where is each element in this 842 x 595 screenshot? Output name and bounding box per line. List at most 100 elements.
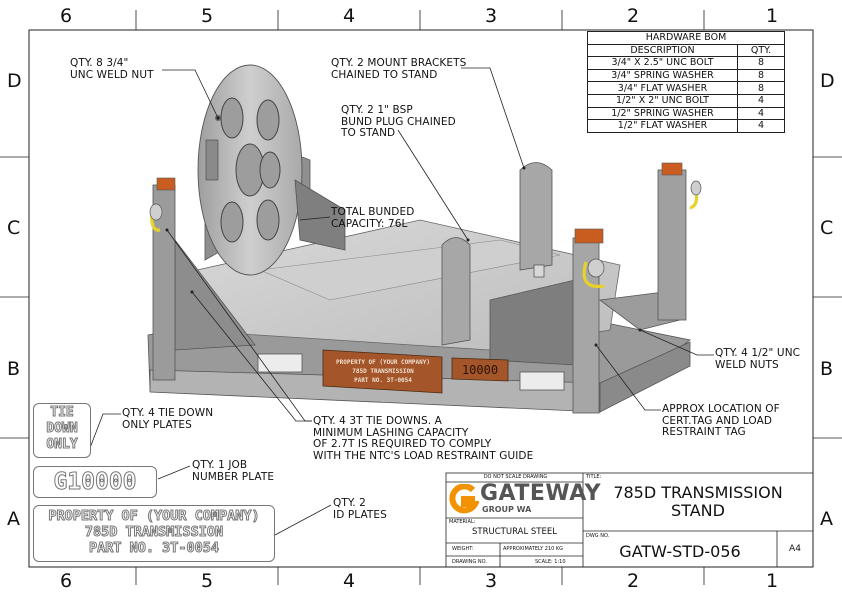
- callout-mount-brackets: QTY. 2 MOUNT BRACKETS CHAINED TO STAND: [331, 57, 467, 81]
- callout-line: QTY. 4 1/2" UNC: [715, 347, 801, 359]
- gateway-logo-icon: [449, 484, 479, 514]
- zone-col-1: 1: [766, 5, 779, 27]
- zone-row-b: B: [7, 358, 21, 380]
- do-not-scale-note: DO NOT SCALE DRAWING: [483, 474, 548, 480]
- callout-line: QTY. 1 JOB: [192, 459, 248, 471]
- zone-row-b-right: B: [820, 358, 834, 380]
- company-name: GATEWAY: [480, 481, 602, 506]
- zone-col-5: 5: [201, 5, 214, 27]
- zone-row-c: C: [7, 217, 21, 239]
- id-plate-line-2: 785D TRANSMISSION: [352, 368, 414, 375]
- corner-posts: [152, 162, 687, 414]
- plate-line: TIE: [50, 405, 74, 421]
- callout-line: QTY. 2 1" BSP: [341, 104, 413, 116]
- callout-line: QTY. 4 3T TIE DOWNS. A: [313, 415, 442, 427]
- callout-bunded-capacity: TOTAL BUNDED CAPACITY: 76L: [331, 206, 415, 230]
- callout-weld-nut-34: QTY. 8 3/4" UNC WELD NUT: [70, 57, 154, 81]
- material-value: STRUCTURAL STEEL: [472, 527, 557, 537]
- callout-line: CAPACITY: 76L: [331, 217, 408, 230]
- callout-line: WELD NUTS: [715, 358, 779, 371]
- callout-line: BUND PLUG CHAINED: [341, 115, 456, 128]
- drawing-title-line: 785D TRANSMISSION: [613, 483, 783, 502]
- callout-line: RESTRAINT TAG: [662, 426, 746, 438]
- dwg-no-value: GATW-STD-056: [619, 542, 741, 561]
- drawing-no-label: DRAWING NO.: [452, 559, 487, 565]
- callout-line: OF 2.7T IS REQUIRED TO COMPLY: [313, 438, 492, 450]
- plate-line: DOWN: [46, 421, 78, 437]
- callout-line: ONLY PLATES: [122, 418, 192, 431]
- zone-col-6: 6: [60, 5, 73, 27]
- zone-col-3-bottom: 3: [485, 570, 498, 592]
- material-label: MATERIAL:: [449, 519, 476, 525]
- callout-line: NUMBER PLATE: [192, 470, 275, 483]
- zone-col-1-bottom: 1: [766, 570, 779, 592]
- zone-col-2: 2: [627, 5, 640, 27]
- plate-line: PART NO. 3T-0054: [88, 540, 220, 557]
- scale-value: SCALE: 1:10: [535, 559, 566, 565]
- company-sub: GROUP WA: [482, 505, 532, 514]
- mounting-plate: [197, 64, 311, 276]
- id-plate-line-3: PART NO. 3T-0054: [354, 377, 412, 384]
- zone-row-a: A: [7, 508, 20, 530]
- callout-tie-down-plates: QTY. 4 TIE DOWN ONLY PLATES: [122, 407, 214, 431]
- drawing-title: 785D TRANSMISSION STAND: [583, 484, 813, 520]
- id-plate-illustration: PROPERTY OF (YOUR COMPANY) 785D TRANSMIS…: [322, 349, 509, 394]
- callout-id-plates: QTY. 2 ID PLATES: [333, 497, 387, 521]
- tie-down-only-plate: TIE DOWN ONLY: [33, 403, 91, 458]
- zone-col-6-bottom: 6: [60, 570, 73, 592]
- bom-qty: 4: [737, 119, 785, 133]
- zone-row-d: D: [7, 70, 22, 92]
- gateway-g-icon: G: [53, 469, 68, 496]
- zone-col-4-bottom: 4: [343, 570, 356, 592]
- zone-row-d-right: D: [820, 70, 835, 92]
- callout-job-plate: QTY. 1 JOB NUMBER PLATE: [192, 459, 275, 483]
- callout-line: UNC WELD NUT: [70, 68, 154, 81]
- sheet-size: A4: [789, 544, 801, 554]
- weight-label: WEIGHT:: [452, 546, 474, 552]
- zone-col-2-bottom: 2: [627, 570, 640, 592]
- callout-line: CHAINED TO STAND: [331, 68, 438, 81]
- zone-col-3: 3: [485, 5, 498, 27]
- callout-line: QTY. 2 MOUNT BRACKETS: [331, 57, 467, 69]
- id-plate-line-1: PROPERTY OF (YOUR COMPANY): [336, 359, 430, 366]
- dwg-no-label: DWG NO.: [586, 533, 610, 539]
- zone-col-4: 4: [343, 5, 356, 27]
- job-number-text: 10000: [67, 469, 137, 496]
- callout-line: ID PLATES: [333, 508, 387, 521]
- callout-line: QTY. 8 3/4": [70, 57, 129, 69]
- callout-cert-tag: APPROX LOCATION OF CERT.TAG AND LOAD RES…: [662, 403, 780, 439]
- plate-line: PROPERTY OF (YOUR COMPANY): [48, 508, 260, 525]
- job-plate-number: 10000: [462, 363, 498, 377]
- callout-bsp-plug: QTY. 2 1" BSP BUND PLUG CHAINED TO STAND: [341, 104, 456, 140]
- plate-line: ONLY: [46, 437, 78, 453]
- job-number-plate: G10000: [33, 466, 157, 498]
- callout-line: TO STAND: [341, 127, 396, 139]
- zone-col-5-bottom: 5: [201, 570, 214, 592]
- callout-line: TOTAL BUNDED: [331, 206, 415, 218]
- zone-row-a-right: A: [820, 508, 833, 530]
- bom-desc: 1/2" FLAT WASHER: [587, 119, 738, 133]
- weight-value: APPROXIMATELY 210 KG: [503, 546, 564, 552]
- plate-line: 785D TRANSMISSION: [84, 524, 224, 541]
- callout-line: CERT.TAG AND LOAD: [662, 414, 773, 427]
- callout-line: MINIMUM LASHING CAPACITY: [313, 426, 469, 439]
- drawing-title-line: STAND: [671, 501, 725, 520]
- callout-tie-downs: QTY. 4 3T TIE DOWNS. A MINIMUM LASHING C…: [313, 415, 534, 462]
- callout-line: WITH THE NTC'S LOAD RESTRAINT GUIDE: [313, 449, 534, 462]
- callout-line: APPROX LOCATION OF: [662, 403, 780, 415]
- title-label: TITLE:: [586, 474, 602, 480]
- leader-lines: [89, 67, 714, 536]
- id-plate: PROPERTY OF (YOUR COMPANY) 785D TRANSMIS…: [33, 505, 275, 562]
- mount-brackets: [441, 162, 553, 346]
- callout-line: QTY. 4 TIE DOWN: [122, 407, 214, 419]
- callout-weld-nuts-12: QTY. 4 1/2" UNC WELD NUTS: [715, 347, 801, 371]
